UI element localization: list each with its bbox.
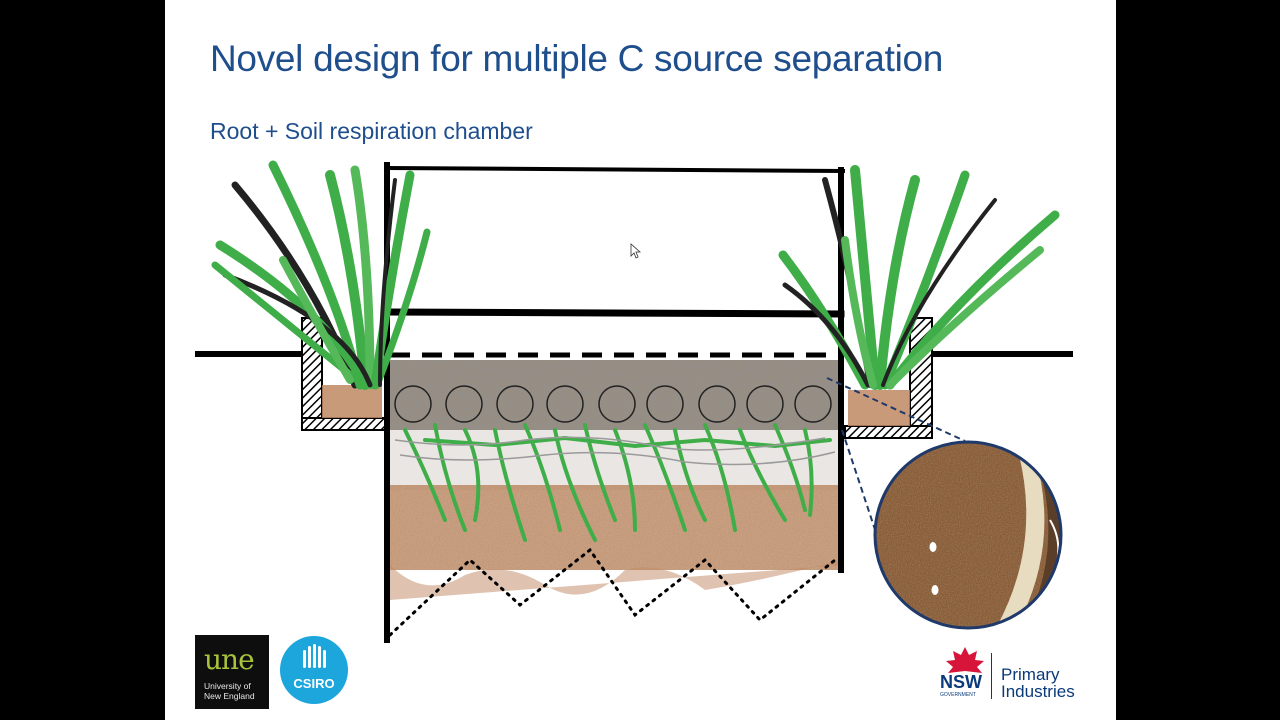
nsw-primary-industries-logo: NSW GOVERNMENT Primary Industries (935, 645, 1095, 705)
nsw-abbreviation: NSW (940, 672, 982, 692)
csiro-logo: CSIRO (280, 636, 348, 704)
soil-layer (390, 360, 842, 600)
une-logo-line1: University of (204, 681, 251, 691)
primary-text: Primary (1001, 665, 1060, 684)
zigzag-bottom (388, 547, 837, 637)
nsw-government-text: GOVERNMENT (940, 692, 976, 698)
csiro-logo-text: CSIRO (293, 676, 335, 691)
une-logo-line2: New England (204, 691, 255, 701)
callout-line-top (826, 377, 966, 442)
une-logo: une University of New England (195, 635, 269, 709)
waratah-icon (946, 647, 984, 673)
respiration-chamber-diagram (195, 160, 1073, 643)
une-logo-wordmark: une (204, 643, 255, 676)
roots-grey (394, 436, 836, 466)
slide: Novel design for multiple C source separ… (165, 0, 1116, 720)
right-grass (778, 165, 1060, 390)
soil-core-photo (873, 440, 1063, 630)
roots (403, 423, 832, 542)
root-holes (394, 385, 832, 423)
csiro-bars-icon (303, 644, 326, 668)
mouse-cursor-icon (630, 243, 642, 259)
slide-title: Novel design for multiple C source separ… (210, 38, 944, 79)
nsw-divider (991, 653, 992, 699)
left-grass (211, 160, 431, 390)
slide-subtitle: Root + Soil respiration chamber (210, 118, 533, 144)
industries-text: Industries (1001, 682, 1075, 701)
